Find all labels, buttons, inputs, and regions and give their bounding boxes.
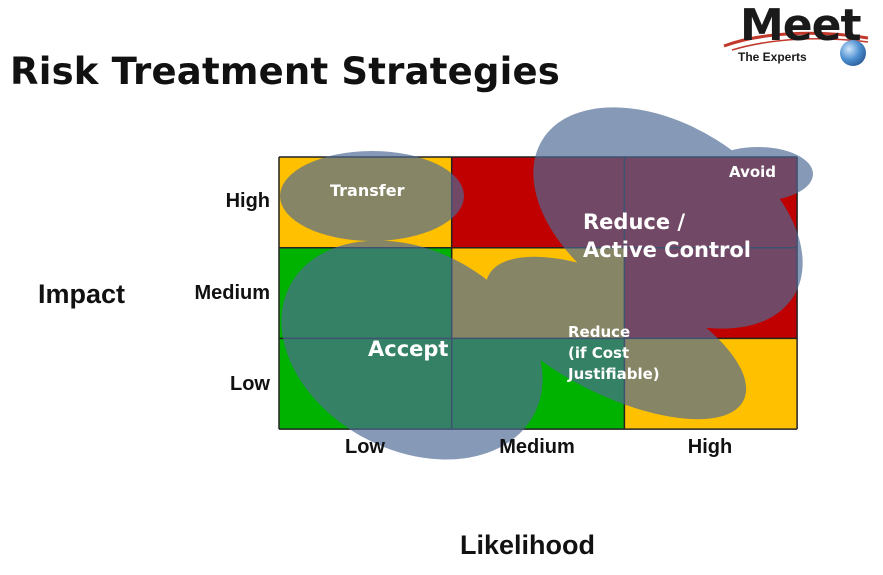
likelihood-level-high: High (687, 436, 733, 458)
reduce-if-cost-justifiable-label: Reduce (if Cost Justifiable) (568, 323, 660, 383)
likelihood-level-low: Low (345, 436, 385, 458)
likelihood-level-medium: Medium (499, 436, 575, 458)
impact-level-low: Low (230, 373, 270, 395)
transfer-label: Transfer (330, 181, 405, 200)
impact-level-medium: Medium (194, 282, 270, 304)
transfer-ellipse (280, 151, 464, 241)
reduce-active-control-label: Reduce / Active Control (583, 210, 751, 262)
likelihood-axis-title: Likelihood (460, 530, 595, 560)
logo-main-text: Meet (740, 0, 862, 51)
impact-level-high: High (225, 190, 270, 212)
accept-label: Accept (368, 337, 449, 361)
reduce-if-cost-justifiable-ellipse (485, 256, 747, 420)
accept-ellipse (281, 240, 543, 460)
globe-icon (840, 40, 866, 66)
avoid-label: Avoid (729, 163, 777, 181)
logo-sub-text: The Experts (738, 50, 807, 64)
impact-axis-title: Impact (38, 279, 126, 309)
page-title: Risk Treatment Strategies (10, 50, 561, 93)
meet-the-experts-logo: Meet The Experts (722, 0, 883, 82)
avoid-ellipse (703, 147, 813, 201)
